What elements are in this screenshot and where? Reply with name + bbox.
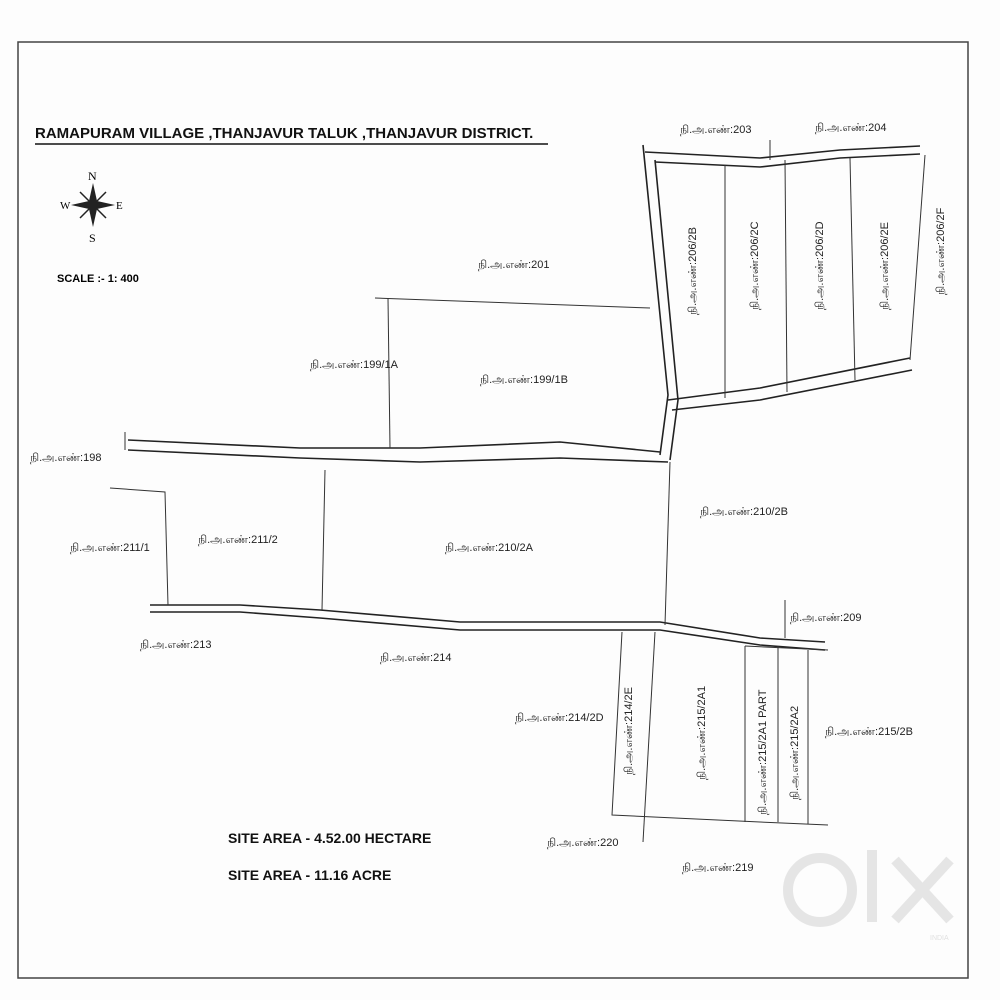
label-206-2b: நி.அ.எண்:206/2B (687, 227, 699, 315)
label-220: நி.அ.எண்:220 (547, 837, 618, 849)
label-214: நி.அ.எண்:214 (380, 652, 451, 664)
label-206-2c: நி.அ.எண்:206/2C (749, 221, 761, 310)
compass-icon: N S W E (60, 169, 123, 245)
label-198: நி.அ.எண்:198 (30, 452, 101, 464)
map-title: RAMAPURAM VILLAGE ,THANJAVUR TALUK ,THAN… (35, 125, 533, 142)
label-210-2a: நி.அ.எண்:210/2A (445, 542, 534, 554)
label-211-1: நி.அ.எண்:211/1 (70, 542, 150, 554)
boundary-lines (109, 140, 926, 843)
label-209: நி.அ.எண்:209 (790, 612, 861, 624)
svg-text:W: W (60, 200, 71, 212)
label-204: நி.அ.எண்:204 (815, 122, 886, 134)
label-199-1b: நி.அ.எண்:199/1B (480, 374, 568, 386)
label-215-2a1-part: நி.அ.எண்:215/2A1 PART (757, 689, 769, 815)
site-area-acre: SITE AREA - 11.16 ACRE (228, 867, 391, 883)
label-215-2b: நி.அ.எண்:215/2B (825, 726, 913, 738)
svg-text:N: N (88, 169, 97, 183)
label-201: நி.அ.எண்:201 (478, 259, 549, 271)
svg-text:E: E (116, 200, 123, 212)
label-215-2a2: நி.அ.எண்:215/2A2 (789, 706, 801, 800)
survey-labels: நி.அ.எண்:203 நி.அ.எண்:204 நி.அ.எண்:201 ந… (30, 122, 947, 874)
label-214-2d: நி.அ.எண்:214/2D (515, 712, 604, 724)
label-210-2b: நி.அ.எண்:210/2B (700, 506, 788, 518)
label-199-1a: நி.அ.எண்:199/1A (310, 359, 399, 371)
olx-watermark: INDIA (783, 850, 954, 942)
label-206-2d: நி.அ.எண்:206/2D (814, 221, 826, 310)
scale-label: SCALE :- 1: 400 (57, 273, 139, 285)
label-206-2f: நி.அ.எண்:206/2F (935, 207, 947, 295)
label-214-2e: நி.அ.எண்:214/2E (623, 687, 635, 775)
label-219: நி.அ.எண்:219 (682, 862, 753, 874)
svg-text:INDIA: INDIA (930, 935, 949, 942)
label-211-2: நி.அ.எண்:211/2 (198, 534, 278, 546)
map-frame (17, 41, 969, 979)
label-206-2e: நி.அ.எண்:206/2E (879, 222, 891, 310)
svg-text:S: S (89, 231, 96, 245)
label-203: நி.அ.எண்:203 (680, 124, 751, 136)
label-215-2a1: நி.அ.எண்:215/2A1 (696, 686, 708, 780)
label-213: நி.அ.எண்:213 (140, 639, 211, 651)
site-area-hectare: SITE AREA - 4.52.00 HECTARE (228, 830, 431, 846)
